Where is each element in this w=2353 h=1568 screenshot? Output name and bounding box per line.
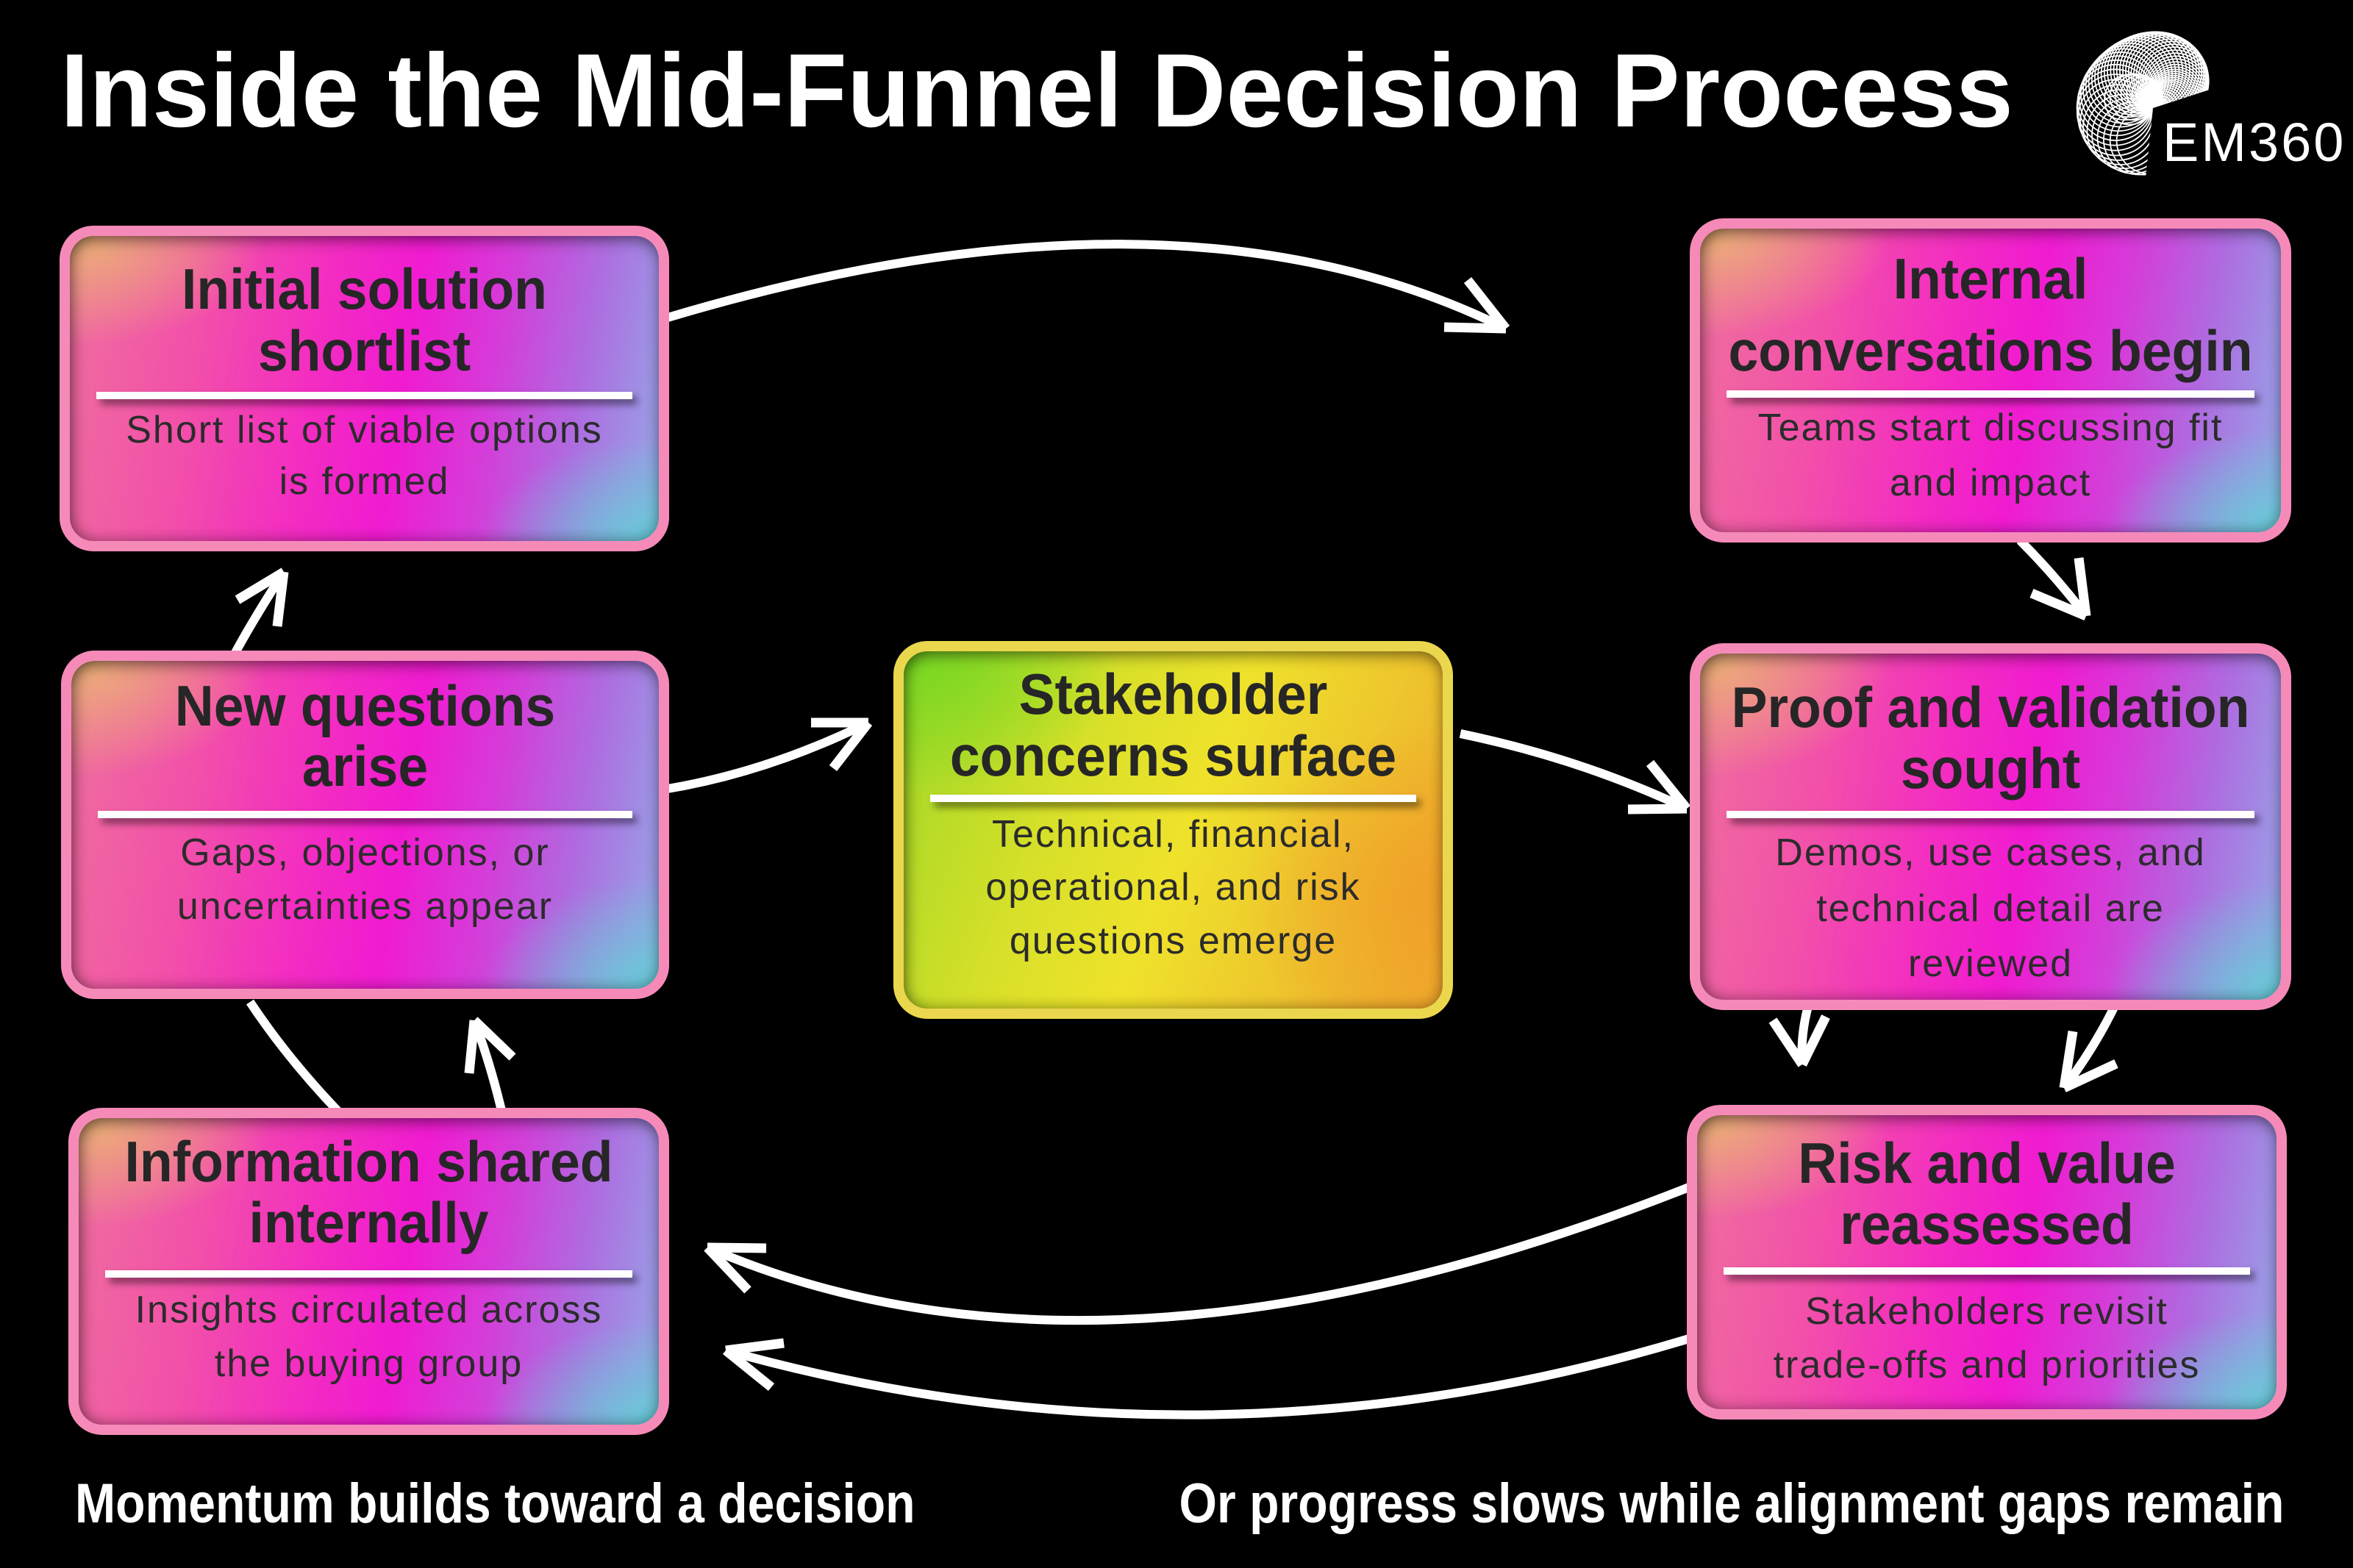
svg-text:EM360: EM360 — [2163, 112, 2346, 173]
